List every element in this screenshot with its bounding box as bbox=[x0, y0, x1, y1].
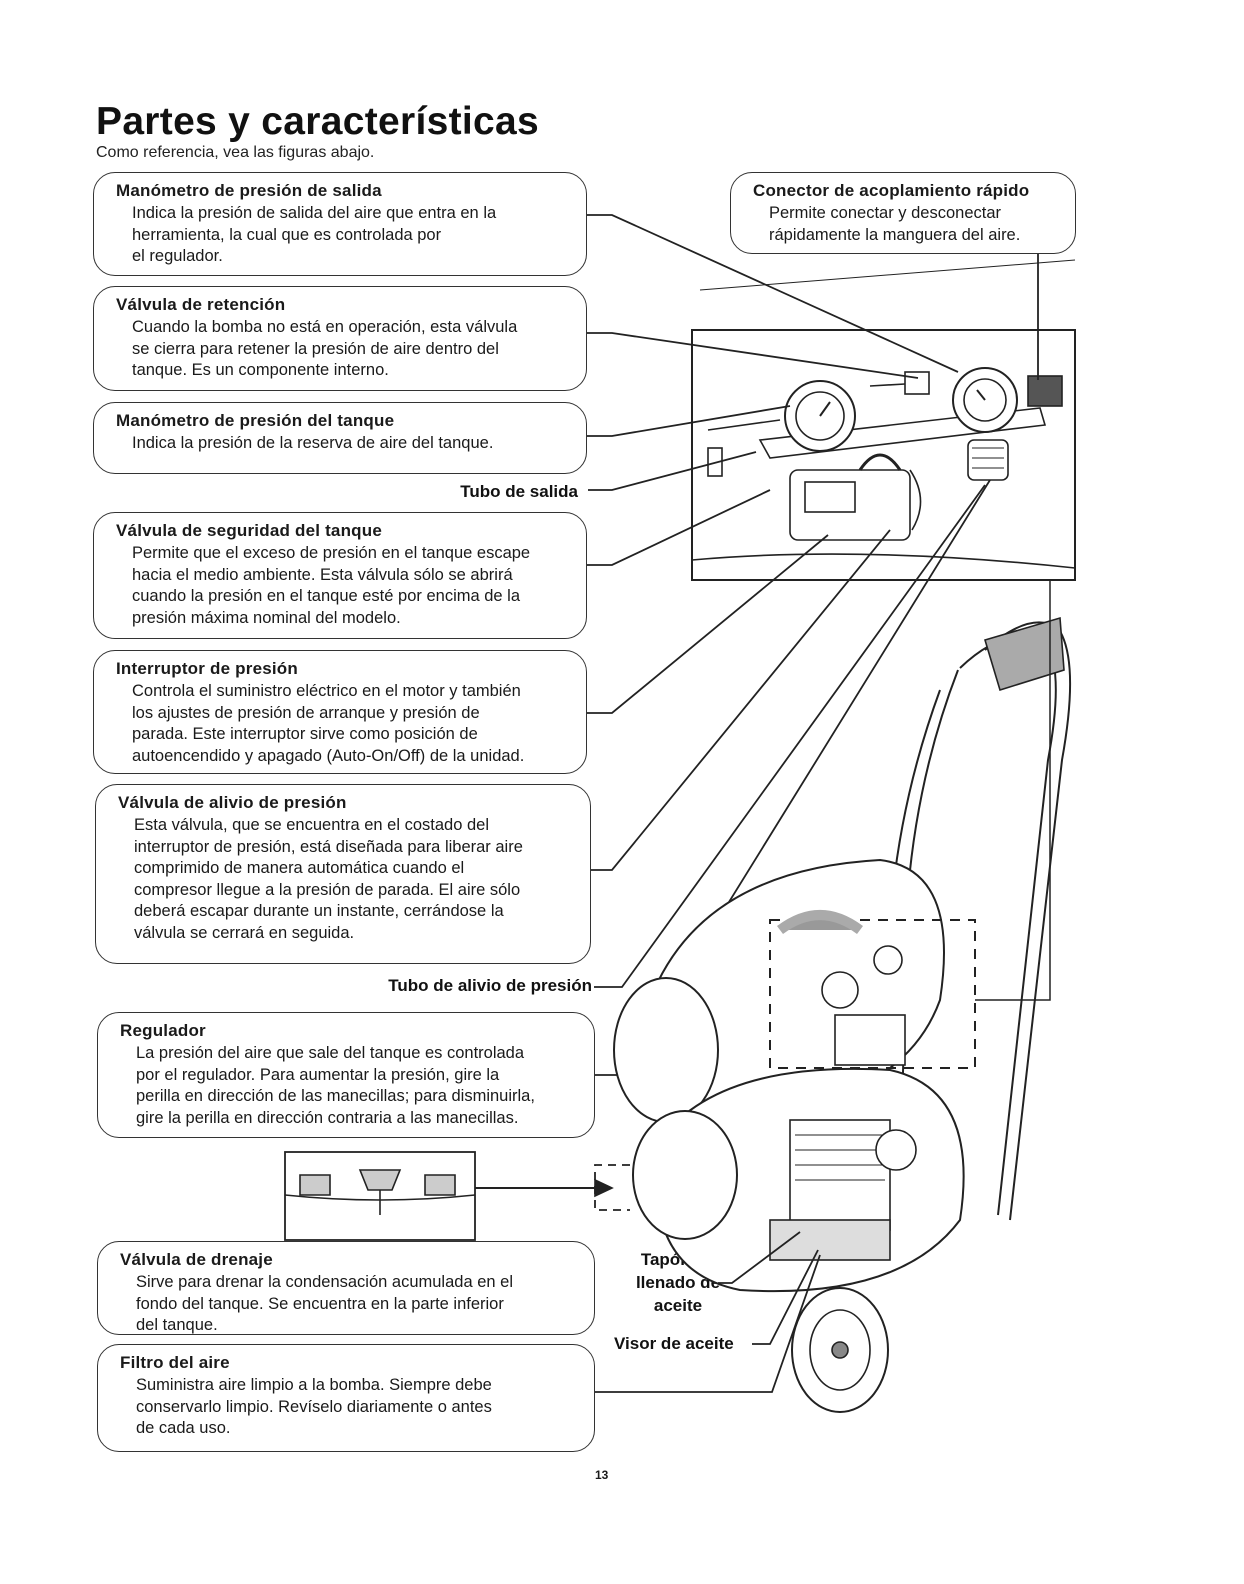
callout-tank-safety-valve: Válvula de seguridad del tanque Permite … bbox=[93, 512, 587, 639]
callout-quick-coupler: Conector de acoplamiento rápido Permite … bbox=[730, 172, 1076, 254]
callout-text: Controla el suministro eléctrico en el m… bbox=[132, 682, 525, 765]
callout-text: Indica la presión de salida del aire que… bbox=[132, 204, 497, 265]
callout-air-filter: Filtro del aire Suministra aire limpio a… bbox=[97, 1344, 595, 1452]
callout-text: Sirve para drenar la condensación acumul… bbox=[136, 1273, 513, 1334]
callout-check-valve: Válvula de retención Cuando la bomba no … bbox=[93, 286, 587, 391]
page-title: Partes y características bbox=[96, 100, 540, 143]
callout-text: La presión del aire que sale del tanque … bbox=[136, 1044, 535, 1127]
label-outlet-tube: Tubo de salida bbox=[460, 482, 578, 501]
callout-title: Válvula de retención bbox=[116, 295, 286, 314]
callout-pressure-switch: Interruptor de presión Controla el sumin… bbox=[93, 650, 587, 774]
callout-text: Esta válvula, que se encuentra en el cos… bbox=[134, 816, 523, 942]
callout-title: Manómetro de presión del tanque bbox=[116, 411, 395, 430]
callout-text: Cuando la bomba no está en operación, es… bbox=[132, 318, 518, 379]
page-subtitle: Como referencia, vea las figuras abajo. bbox=[96, 144, 375, 161]
callout-pressure-relief-valve: Válvula de alivio de presión Esta válvul… bbox=[95, 784, 591, 964]
bottom-leader-lines bbox=[595, 1231, 821, 1393]
label-oil-sight-glass: Visor de aceite bbox=[614, 1334, 734, 1353]
callout-title: Válvula de alivio de presión bbox=[118, 793, 347, 812]
page-number: 13 bbox=[595, 1468, 609, 1482]
drain-valve-inset bbox=[284, 1151, 630, 1241]
label-pressure-relief-tube: Tubo de alivio de presión bbox=[388, 976, 592, 995]
compressor-body bbox=[613, 580, 1072, 1413]
callout-regulator: Regulador La presión del aire que sale d… bbox=[97, 1012, 595, 1138]
callout-title: Válvula de seguridad del tanque bbox=[116, 521, 382, 540]
callout-text: Suministra aire limpio a la bomba. Siemp… bbox=[136, 1376, 492, 1437]
callout-title: Interruptor de presión bbox=[116, 659, 298, 678]
callout-tank-pressure-gauge: Manómetro de presión del tanque Indica l… bbox=[93, 402, 587, 474]
callout-outlet-pressure-gauge: Manómetro de presión de salida Indica la… bbox=[93, 172, 587, 276]
callout-title: Conector de acoplamiento rápido bbox=[753, 181, 1030, 200]
callout-title: Filtro del aire bbox=[120, 1353, 230, 1372]
callout-text: Indica la presión de la reserva de aire … bbox=[132, 434, 494, 452]
callout-title: Válvula de drenaje bbox=[120, 1250, 273, 1269]
callout-title: Regulador bbox=[120, 1021, 206, 1040]
callout-text: Permite conectar y desconectar rápidamen… bbox=[769, 204, 1021, 244]
detail-inset bbox=[691, 259, 1076, 581]
callout-text: Permite que el exceso de presión en el t… bbox=[132, 544, 531, 627]
callout-title: Manómetro de presión de salida bbox=[116, 181, 382, 200]
callout-drain-valve: Válvula de drenaje Sirve para drenar la … bbox=[97, 1241, 595, 1335]
